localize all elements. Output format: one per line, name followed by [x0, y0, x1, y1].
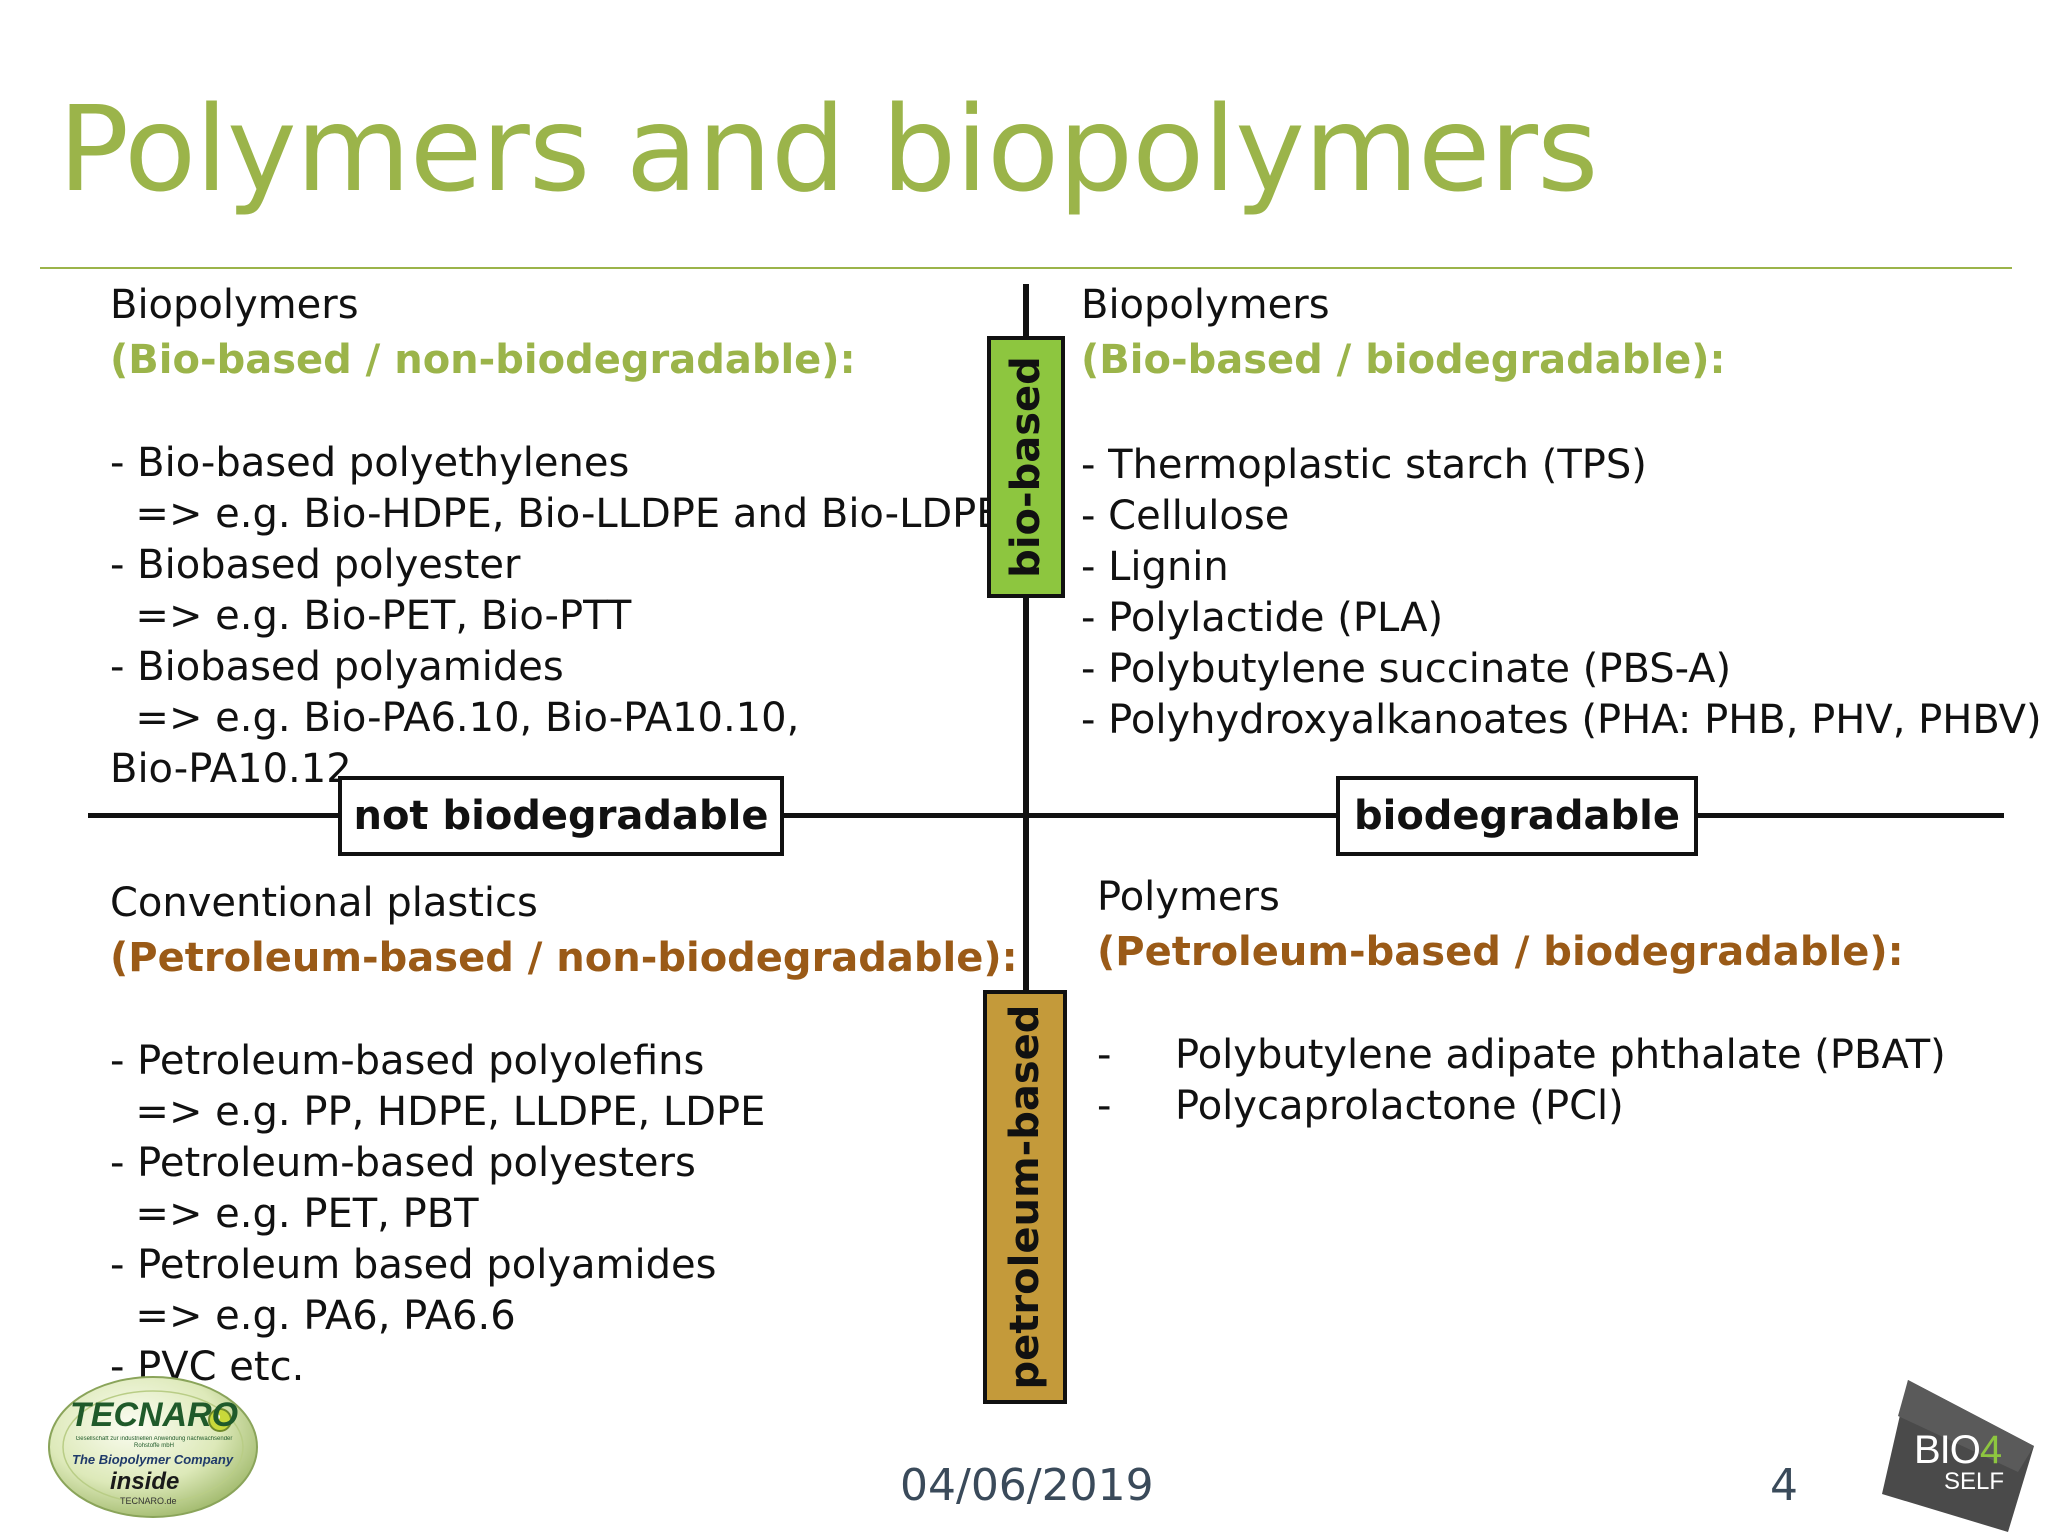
- axis-label-biodegradable: biodegradable: [1336, 776, 1698, 856]
- list-item: - Petroleum-based polyesters: [110, 1140, 696, 1186]
- list-item: - Polybutylene adipate phthalate (PBAT): [1097, 1032, 1946, 1078]
- page-number: 4: [1770, 1460, 1798, 1511]
- quadrant-list: - Polybutylene adipate phthalate (PBAT) …: [1097, 1030, 1946, 1132]
- quadrant-subheading: (Petroleum-based / biodegradable):: [1097, 929, 1904, 975]
- bio4self-logo-text: BIO4: [1914, 1428, 2002, 1473]
- list-item: => e.g. PET, PBT: [110, 1191, 479, 1237]
- list-item: - Polybutylene succinate (PBS-A): [1081, 646, 1732, 692]
- axis-label-text: not biodegradable: [353, 793, 769, 839]
- quadrant-heading: Biopolymers: [110, 282, 359, 328]
- list-item: - Bio-based polyethylenes: [110, 440, 630, 486]
- list-item: - Polylactide (PLA): [1081, 595, 1444, 641]
- list-item: Bio-PA10.12: [110, 746, 352, 792]
- tecnaro-logo-small-text: Gesellschaft zur industriellen Anwendung…: [75, 1436, 233, 1449]
- tecnaro-logo-name: TECNARO: [70, 1396, 239, 1434]
- list-item: => e.g. PP, HDPE, LLDPE, LDPE: [110, 1089, 766, 1135]
- list-item: - Petroleum-based polyolefins: [110, 1038, 705, 1084]
- bio4self-logo-self: SELF: [1944, 1468, 2005, 1495]
- list-item: => e.g. PA6, PA6.6: [110, 1293, 516, 1339]
- list-item: - Petroleum based polyamides: [110, 1242, 717, 1288]
- axis-label-bio-based: bio-based: [987, 336, 1065, 598]
- list-item: - Cellulose: [1081, 493, 1290, 539]
- quadrant-heading: Polymers: [1097, 874, 1280, 920]
- list-item: - Polycaprolactone (PCl): [1097, 1083, 1624, 1129]
- list-item: - Biobased polyamides: [110, 644, 564, 690]
- quadrant-heading: Biopolymers: [1081, 282, 1330, 328]
- axis-label-petroleum-based: petroleum-based: [983, 990, 1067, 1404]
- axis-label-text: bio-based: [1003, 356, 1049, 578]
- tecnaro-logo: TECNARO Gesellschaft zur industriellen A…: [46, 1374, 260, 1520]
- horizontal-axis: [88, 813, 2004, 818]
- list-item: => e.g. Bio-PA6.10, Bio-PA10.10,: [110, 695, 800, 741]
- list-item: => e.g. Bio-PET, Bio-PTT: [110, 593, 632, 639]
- bio4self-logo-digit: 4: [1979, 1428, 2002, 1472]
- quadrant-bottom-left: Conventional plastics (Petroleum-based /…: [110, 878, 1018, 1393]
- bio4self-logo-bio: BIO: [1914, 1428, 1981, 1472]
- footer-date: 04/06/2019: [900, 1460, 1154, 1511]
- tecnaro-logo-graphic: [48, 1376, 258, 1518]
- list-item: - Polyhydroxyalkanoates (PHA: PHB, PHV, …: [1081, 697, 2042, 743]
- tecnaro-logo-url: TECNARO.de: [120, 1496, 177, 1506]
- vertical-axis: [1023, 284, 1029, 1404]
- axis-label-not-biodegradable: not biodegradable: [338, 776, 784, 856]
- quadrant-top-right: Biopolymers (Bio-based / biodegradable):…: [1081, 280, 2042, 746]
- list-item: => e.g. Bio-HDPE, Bio-LLDPE and Bio-LDPE: [110, 491, 1002, 537]
- list-item: - Lignin: [1081, 544, 1229, 590]
- page-title: Polymers and biopolymers: [58, 80, 1598, 218]
- quadrant-subheading: (Bio-based / biodegradable):: [1081, 337, 1726, 383]
- quadrant-heading: Conventional plastics: [110, 880, 538, 926]
- list-item: - Biobased polyester: [110, 542, 521, 588]
- title-divider: [40, 267, 2012, 269]
- tecnaro-logo-inside: inside: [110, 1468, 180, 1495]
- axis-label-text: petroleum-based: [1002, 1004, 1048, 1390]
- quadrant-bottom-right: Polymers (Petroleum-based / biodegradabl…: [1097, 872, 1946, 1132]
- quadrant-list: - Bio-based polyethylenes => e.g. Bio-HD…: [110, 438, 1002, 795]
- axis-label-text: biodegradable: [1353, 793, 1681, 839]
- quadrant-subheading: (Petroleum-based / non-biodegradable):: [110, 935, 1018, 981]
- quadrant-subheading: (Bio-based / non-biodegradable):: [110, 337, 856, 383]
- bio4self-logo-graphic: [1882, 1380, 2034, 1532]
- bio4self-logo: BIO4 SELF: [1878, 1376, 2038, 1536]
- quadrant-list: - Petroleum-based polyolefins => e.g. PP…: [110, 1036, 1018, 1393]
- list-item: - Thermoplastic starch (TPS): [1081, 442, 1647, 488]
- tecnaro-logo-tagline: The Biopolymer Company: [72, 1452, 234, 1467]
- quadrant-list: - Thermoplastic starch (TPS) - Cellulose…: [1081, 440, 2042, 746]
- quadrant-top-left: Biopolymers (Bio-based / non-biodegradab…: [110, 280, 1002, 795]
